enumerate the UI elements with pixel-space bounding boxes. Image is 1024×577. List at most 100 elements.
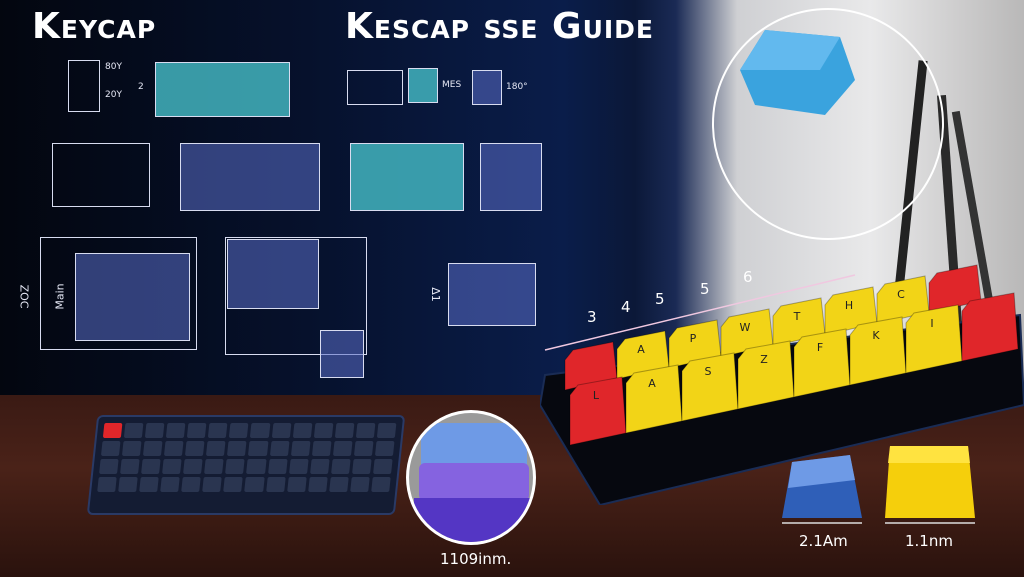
- mini-key: [143, 441, 163, 456]
- mini-key: [206, 441, 226, 456]
- mini-key: [166, 423, 186, 438]
- mini-key: [351, 459, 372, 474]
- tray-key: Z: [737, 340, 795, 410]
- mini-key: [311, 441, 332, 456]
- mini-key: [204, 459, 225, 474]
- blueprint-keyboard: [350, 143, 464, 211]
- mini-key: [97, 477, 117, 492]
- mini-key: [99, 459, 119, 474]
- key-legend: A: [648, 377, 656, 390]
- mini-key: [330, 459, 351, 474]
- mini-key: [292, 423, 313, 438]
- key-legend: S: [705, 365, 712, 378]
- blue-keycap: [782, 455, 862, 524]
- mini-key: [202, 477, 223, 492]
- blueprint-keyboard: [155, 62, 290, 117]
- mini-key: [290, 441, 311, 456]
- mini-key: [269, 441, 290, 456]
- mini-key: [100, 441, 121, 456]
- blueprint-label: 2: [138, 82, 144, 92]
- mini-key: [123, 423, 144, 438]
- mini-key: [374, 441, 395, 456]
- mini-key: [160, 477, 181, 492]
- blueprint-label: Δ1: [428, 287, 442, 302]
- key-legend: H: [845, 299, 853, 312]
- measurement-label: 2.1Am: [799, 532, 848, 550]
- blue-keycap-icon: [740, 30, 855, 115]
- yellow-keycap: [885, 446, 975, 524]
- blueprint-keyboard: [180, 143, 320, 211]
- key-legend: A: [637, 343, 645, 356]
- tray-key: A: [625, 364, 683, 434]
- mini-key: [371, 477, 391, 492]
- mini-key: [183, 459, 203, 474]
- mini-key: [307, 477, 328, 492]
- tray-key: P: [668, 319, 722, 369]
- mini-key: [162, 459, 182, 474]
- key-legend: L: [593, 389, 600, 402]
- blueprint-small: [68, 60, 100, 112]
- mini-key: [120, 459, 140, 474]
- tray-key: I: [905, 304, 963, 374]
- blueprint-keys: [320, 330, 364, 378]
- mini-key: [141, 459, 161, 474]
- blueprint-keyboard: [227, 239, 319, 309]
- mini-key: [355, 423, 376, 438]
- mini-key: [225, 459, 246, 474]
- mini-key: [144, 423, 165, 438]
- blueprint-small: [347, 70, 403, 105]
- blueprint-label: ZOC: [17, 284, 31, 309]
- mini-key: [118, 477, 138, 492]
- blueprint-label: 80Y: [105, 62, 122, 72]
- mini-key: [353, 441, 374, 456]
- blueprint-label: MES: [442, 80, 462, 90]
- scale-number: 5: [700, 280, 710, 298]
- tray-key: W: [720, 308, 774, 358]
- mini-key: [185, 441, 205, 456]
- mini-keyboard: [86, 415, 406, 515]
- mini-key: [328, 477, 349, 492]
- key-legend: W: [740, 321, 751, 334]
- tray-key: L: [569, 376, 627, 446]
- mini-key: [164, 441, 184, 456]
- scale-number: 3: [587, 308, 597, 326]
- blueprint-keys: [480, 143, 542, 211]
- mini-key: [250, 423, 270, 438]
- key-legend: Z: [760, 353, 768, 366]
- mini-key: [139, 477, 159, 492]
- tray-key: F: [793, 328, 851, 398]
- mini-key: [246, 459, 267, 474]
- mini-key: [227, 441, 248, 456]
- blueprint-frame: [40, 237, 197, 350]
- scale-number: 4: [621, 298, 631, 316]
- tray-key: K: [849, 316, 907, 386]
- blueprint-numpad: [408, 68, 438, 103]
- blueprint-label: Main: [53, 283, 67, 310]
- key-legend: F: [817, 341, 823, 354]
- mini-key: [376, 423, 397, 438]
- scale-number: 5: [655, 290, 665, 308]
- key-legend: C: [897, 288, 905, 301]
- mini-key: [286, 477, 307, 492]
- blueprint-frame: [225, 237, 367, 355]
- title-left: Keycap: [32, 6, 157, 47]
- zoom-circle: [712, 8, 944, 240]
- mini-key: [181, 477, 202, 492]
- title-right: Kescap sse Guide: [345, 6, 655, 47]
- blueprint-small: [472, 70, 502, 105]
- key-legend: I: [930, 317, 933, 330]
- tray-key: A: [616, 330, 670, 380]
- blueprint-label: 180°: [506, 82, 528, 92]
- mini-key: [372, 459, 393, 474]
- tray-key: [961, 292, 1019, 362]
- mini-key: [244, 477, 265, 492]
- mini-key: [267, 459, 288, 474]
- mini-key: [309, 459, 330, 474]
- measurement-label: 1.1nm: [905, 532, 953, 550]
- tray-key: T: [772, 297, 826, 347]
- key-legend: T: [793, 310, 801, 323]
- mini-key: [265, 477, 286, 492]
- blueprint-numpad: [448, 263, 536, 326]
- mini-key: [229, 423, 249, 438]
